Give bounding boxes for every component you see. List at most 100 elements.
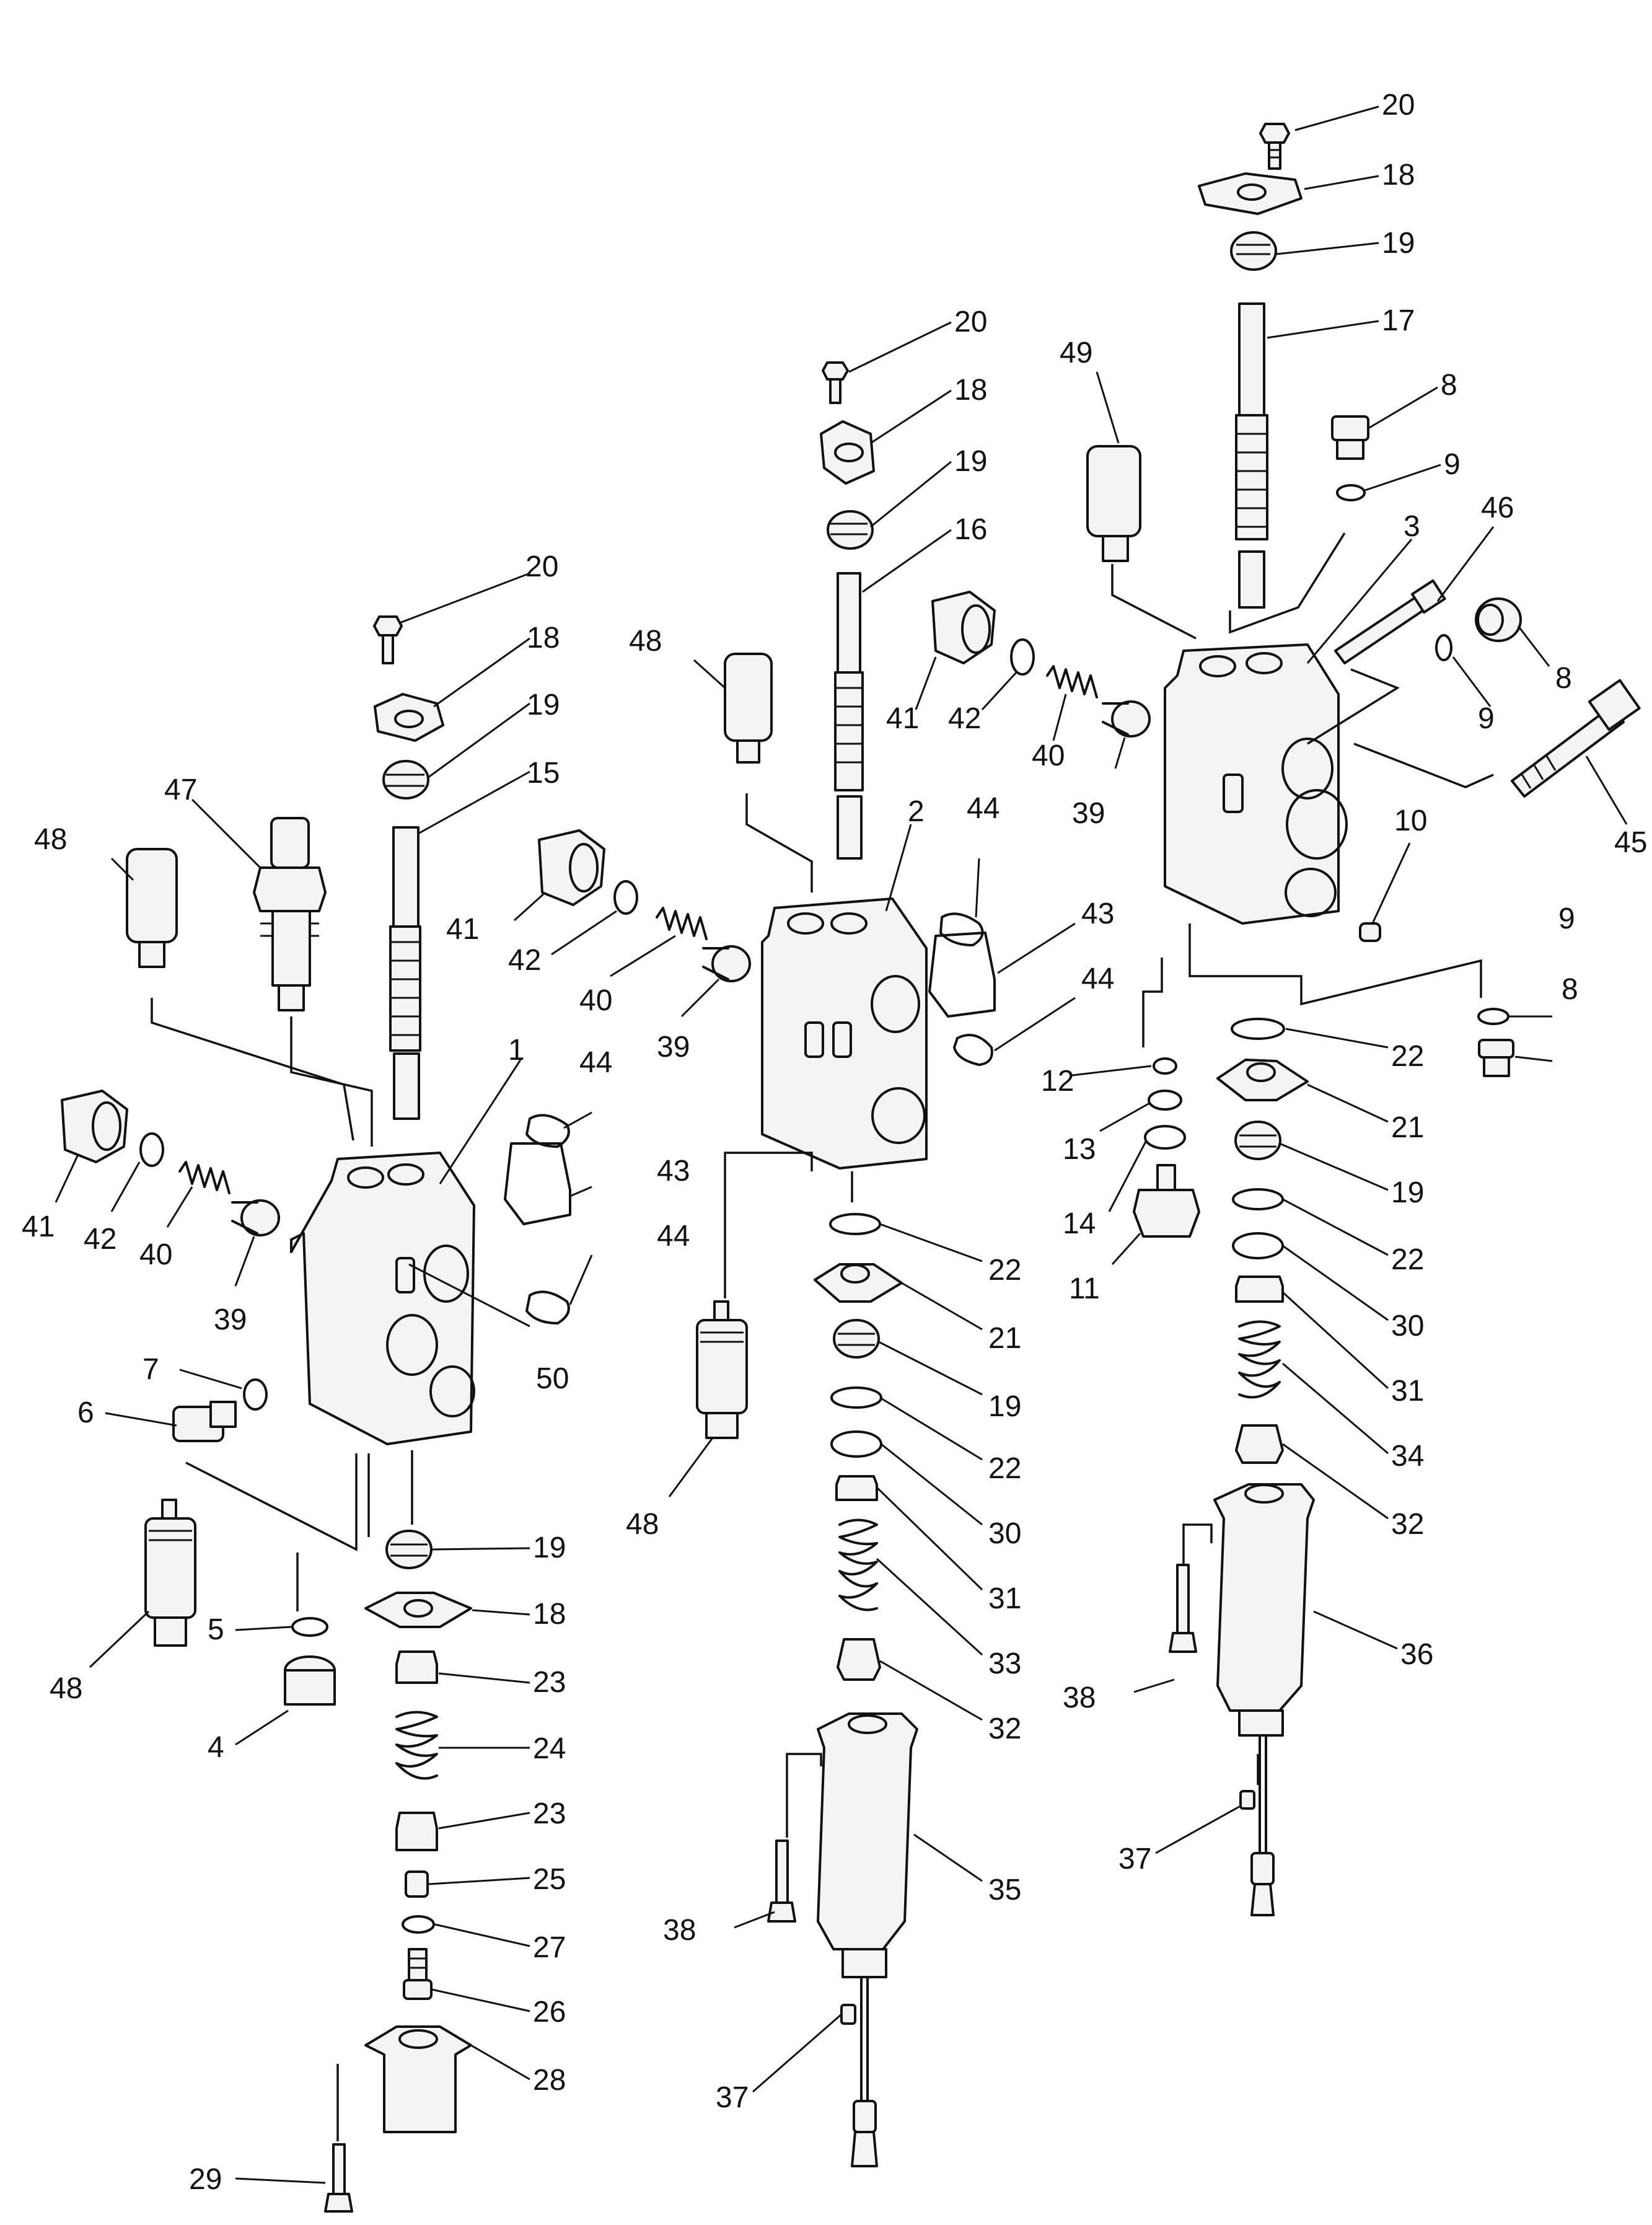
pin-37-right (1239, 1790, 1255, 1810)
plug-48-middle-lower (696, 1300, 748, 1439)
callout-18-left-lower: 18 (533, 1598, 566, 1631)
callout-17: 17 (1382, 304, 1415, 337)
callout-31-right: 31 (1391, 1375, 1424, 1408)
housing-36 (1213, 1483, 1315, 1916)
callout-41-mid-left: 41 (446, 913, 479, 946)
spool-17 (1235, 302, 1268, 609)
spring-24 (395, 1711, 438, 1780)
check-valve-11 (1133, 1164, 1200, 1238)
middle-assembly-lines (724, 793, 863, 2002)
callout-8-right: 8 (1555, 662, 1572, 695)
plug-48-middle-top (724, 653, 773, 764)
callout-19-middle: 19 (954, 445, 987, 478)
bolt-29 (324, 2143, 353, 2213)
callout-6: 6 (77, 1396, 94, 1429)
callout-13: 13 (1063, 1133, 1096, 1166)
bolt-45 (1511, 679, 1641, 798)
callout-23-lower: 23 (533, 1797, 566, 1830)
callout-11: 11 (1069, 1272, 1100, 1305)
callout-30-right: 30 (1391, 1310, 1424, 1342)
callout-42-left: 42 (84, 1223, 116, 1256)
seal-19-left-lower (385, 1530, 433, 1569)
seal-19-left (382, 760, 429, 800)
plug-41-middle-left (538, 829, 605, 906)
bolt-38-right (1169, 1564, 1197, 1653)
callout-39-left: 39 (214, 1303, 247, 1336)
plug-49 (1086, 445, 1141, 562)
spring-40-mid-left (656, 907, 708, 940)
callout-32-right: 32 (1391, 1508, 1424, 1541)
callout-7: 7 (143, 1353, 159, 1386)
callout-19-right-lower: 19 (1391, 1176, 1424, 1209)
oring-22-right-b (1232, 1188, 1284, 1210)
callout-48-middle-lower: 48 (626, 1508, 659, 1541)
callout-2: 2 (908, 795, 925, 828)
callout-26: 26 (533, 1996, 566, 2029)
seat-31-right (1235, 1276, 1284, 1303)
callout-24: 24 (533, 1732, 566, 1765)
callout-20-left: 20 (525, 550, 558, 583)
retainer-32-middle (837, 1638, 881, 1681)
plug-8-lower (1478, 1039, 1514, 1077)
callout-28: 28 (533, 2064, 566, 2097)
callout-48-middle-top: 48 (629, 625, 662, 658)
oring-44-middle-b (953, 1034, 993, 1066)
plug-41-middle (931, 591, 996, 664)
callout-5: 5 (208, 1613, 224, 1646)
callout-38-middle: 38 (663, 1914, 696, 1947)
callout-41-middle: 41 (886, 702, 919, 735)
callout-35: 35 (988, 1874, 1021, 1906)
retainer-32-right (1235, 1424, 1284, 1464)
bolt-46 (1334, 579, 1446, 664)
housing-35 (817, 1712, 918, 2167)
seal-19-right (1230, 231, 1277, 271)
valve-body-1 (290, 1152, 475, 1445)
left-spool-stack (61, 615, 751, 2213)
oring-44-left-b (525, 1290, 570, 1324)
callout-30-middle: 30 (988, 1517, 1021, 1550)
callout-8-upper: 8 (1441, 369, 1457, 402)
callout-20-right: 20 (1382, 89, 1415, 121)
callout-19-right: 19 (1382, 227, 1415, 260)
callout-3: 3 (1404, 510, 1420, 543)
bolt-20-right (1259, 123, 1290, 170)
callout-46: 46 (1481, 491, 1514, 524)
callout-36: 36 (1400, 1638, 1433, 1671)
washer-30-middle (830, 1430, 882, 1458)
plug-6 (172, 1401, 237, 1442)
callout-22-middle-b: 22 (988, 1452, 1021, 1485)
callout-19-middle-lower: 19 (988, 1390, 1021, 1423)
ring-13 (1148, 1090, 1182, 1111)
callout-18-right: 18 (1382, 159, 1415, 192)
callout-22-right-a: 22 (1391, 1040, 1424, 1073)
callout-42-mid-left: 42 (508, 944, 541, 977)
oring-42-mid-left (613, 880, 638, 915)
washer-27 (402, 1915, 435, 1934)
left-assembly-lines (151, 998, 413, 2141)
poppet-39-mid-left (702, 945, 751, 982)
callout-4: 4 (208, 1731, 224, 1764)
callout-16: 16 (954, 513, 987, 546)
oring-44-left-a (525, 1114, 570, 1148)
callout-14: 14 (1063, 1207, 1096, 1240)
callout-43-left: 43 (657, 1155, 690, 1187)
leader-lines (55, 105, 1628, 2184)
callout-22-right-b: 22 (1391, 1243, 1424, 1276)
oring-9-lower (1477, 1008, 1509, 1025)
callout-10: 10 (1394, 804, 1427, 837)
right-assembly-lines (1111, 532, 1494, 1785)
poppet-39-middle (1102, 700, 1151, 738)
oring-7 (243, 1378, 268, 1411)
callout-29: 29 (189, 2163, 222, 2196)
oring-42-middle (1010, 638, 1035, 676)
callout-40-left: 40 (139, 1238, 172, 1271)
gasket-43-left (504, 1142, 571, 1225)
spool-15 (389, 826, 421, 1120)
plate-18-middle (820, 420, 875, 485)
spring-34 (1238, 1320, 1281, 1399)
middle-spool-stack (696, 361, 1151, 2167)
bushing-25 (405, 1870, 429, 1898)
callout-12: 12 (1041, 1065, 1074, 1098)
